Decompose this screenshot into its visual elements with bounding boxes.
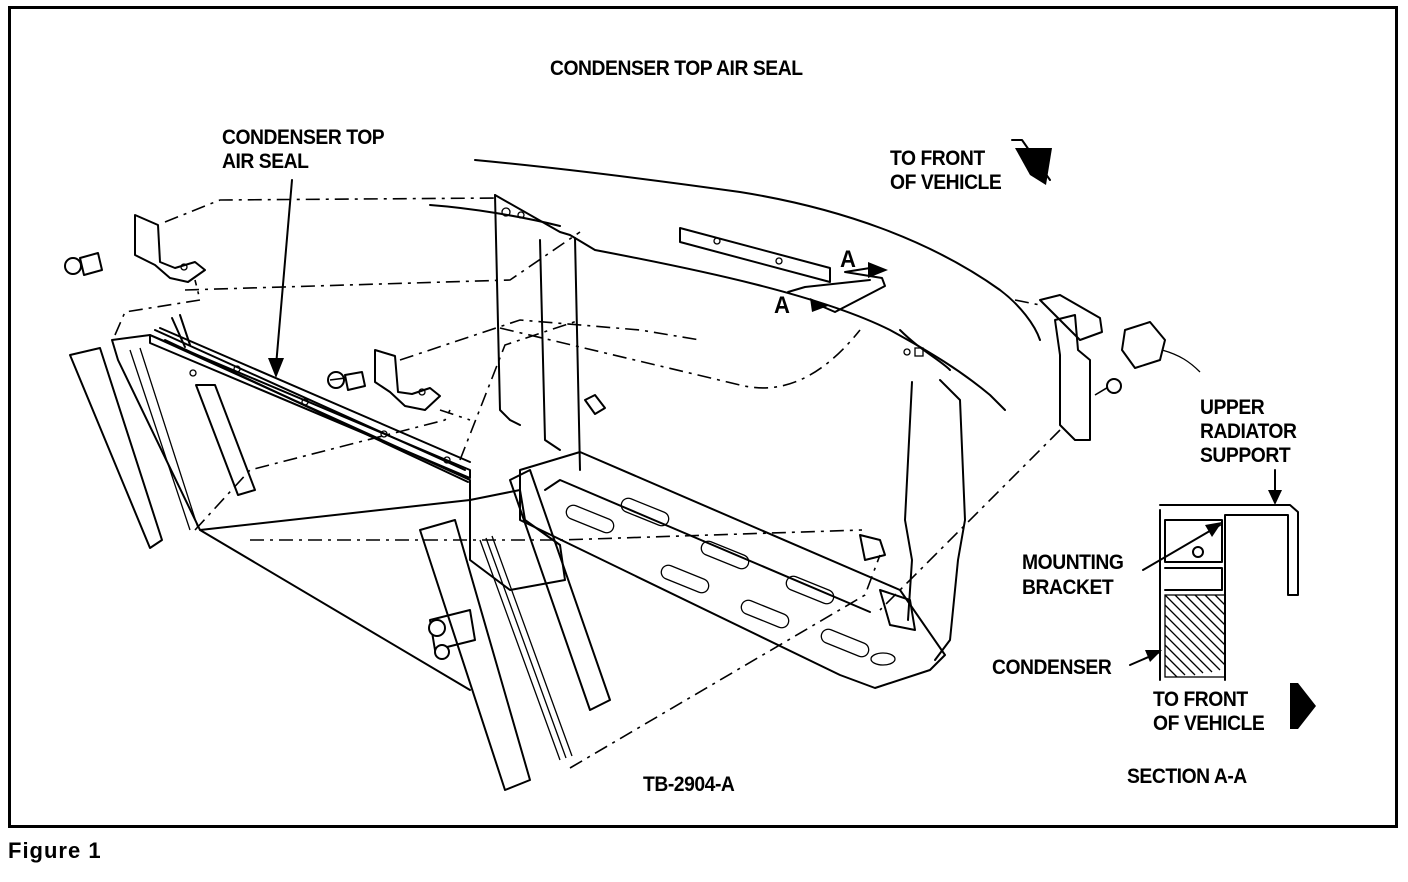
section-label: SECTION A-A bbox=[1127, 765, 1247, 788]
upper-support-label-line1: UPPER bbox=[1200, 396, 1265, 419]
front-arrow-bottom-icon bbox=[1290, 683, 1316, 729]
condenser-core bbox=[69, 314, 611, 791]
diagram-title: CONDENSER TOP AIR SEAL bbox=[550, 57, 803, 80]
section-marker-a-top: A bbox=[840, 246, 856, 273]
front-arrow-top-icon bbox=[1011, 139, 1052, 185]
air-seal-label-line1: CONDENSER TOP bbox=[222, 126, 385, 149]
front-top-label-line2: OF VEHICLE bbox=[890, 171, 1002, 194]
drawing-code: TB-2904-A bbox=[643, 773, 735, 796]
radiator-support-outline bbox=[429, 159, 1041, 661]
air-seal-label-line2: AIR SEAL bbox=[222, 150, 309, 173]
mounting-bracket-label-line1: MOUNTING bbox=[1022, 551, 1124, 574]
figure-caption: Figure 1 bbox=[8, 838, 102, 863]
front-bottom-label-line1: TO FRONT bbox=[1153, 688, 1248, 711]
upper-support-label-line3: SUPPORT bbox=[1200, 444, 1291, 467]
mounting-bracket-label-line2: BRACKET bbox=[1022, 576, 1114, 599]
front-bottom-label-line2: OF VEHICLE bbox=[1153, 712, 1265, 735]
center-mounting-bracket bbox=[327, 349, 441, 411]
left-mounting-bracket bbox=[64, 214, 206, 283]
alignment-lines bbox=[114, 197, 1111, 769]
condenser-label: CONDENSER bbox=[992, 656, 1112, 679]
right-mounting-bracket bbox=[1039, 294, 1201, 441]
air-seal-strip bbox=[149, 327, 471, 479]
front-top-label-line1: TO FRONT bbox=[890, 147, 985, 170]
lower-support-pan bbox=[519, 394, 946, 689]
section-a-a-inset bbox=[1129, 469, 1299, 681]
figure-frame bbox=[8, 6, 1398, 828]
section-marker-a-bottom: A bbox=[774, 292, 790, 319]
upper-support-label-line2: RADIATOR bbox=[1200, 420, 1297, 443]
leader-arrows bbox=[268, 179, 888, 378]
